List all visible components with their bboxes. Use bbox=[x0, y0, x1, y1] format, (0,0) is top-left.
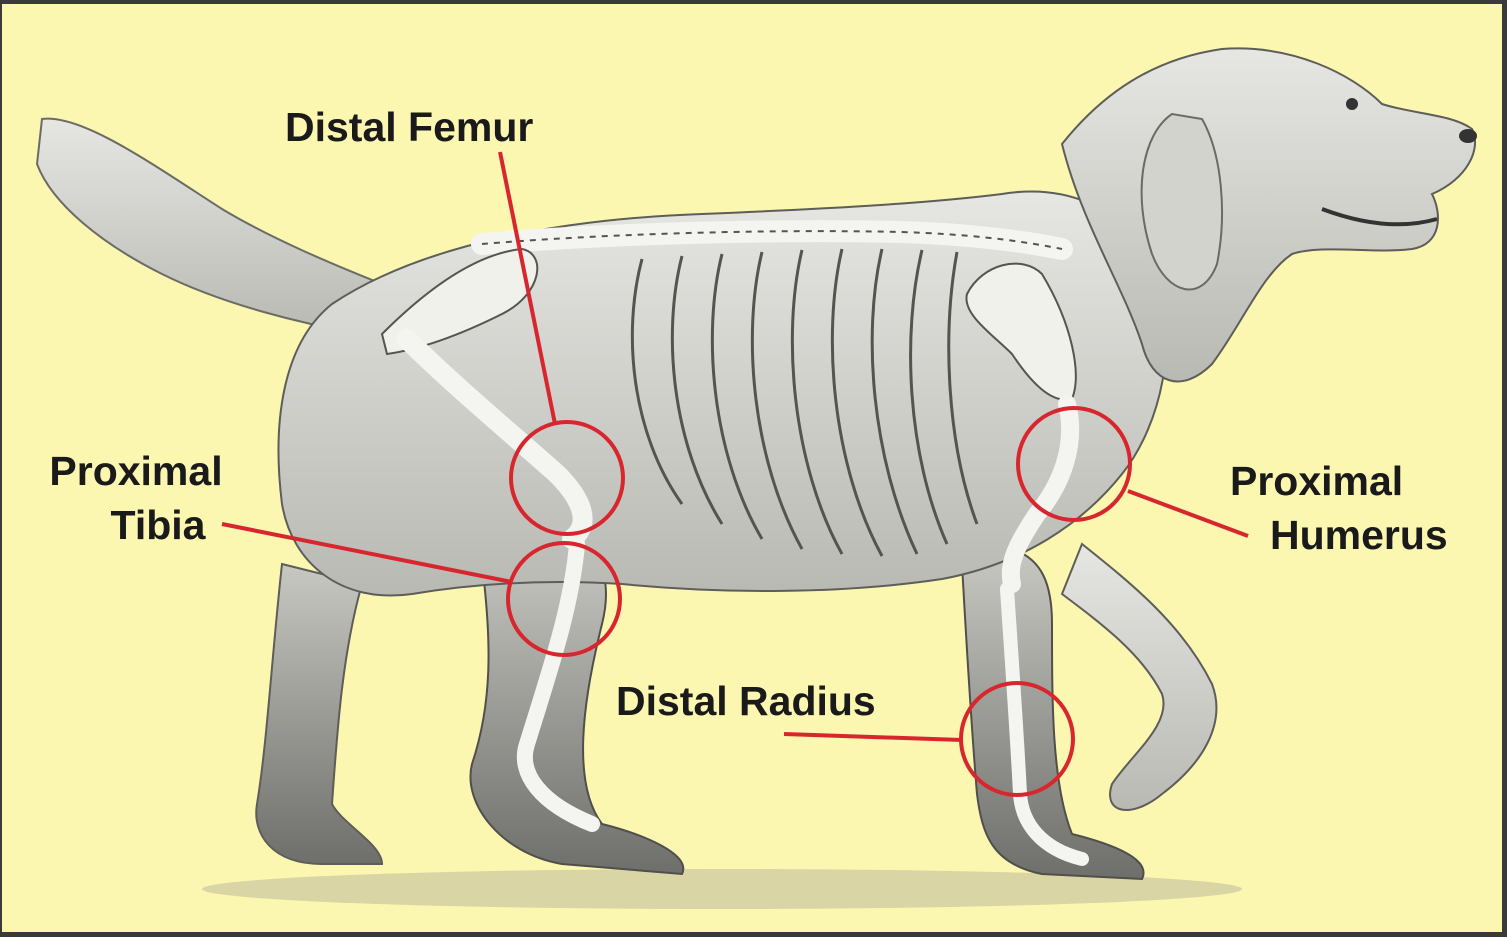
label-distal-radius: Distal Radius bbox=[616, 674, 876, 728]
dog-hind-leg-far bbox=[256, 564, 382, 864]
dog-nose bbox=[1459, 129, 1477, 143]
leader-distal-radius bbox=[784, 734, 962, 740]
diagram-canvas: Distal Femur Proximal Tibia Proximal Hum… bbox=[2, 4, 1502, 932]
label-proximal-tibia-line1: Proximal bbox=[38, 444, 234, 498]
label-distal-femur: Distal Femur bbox=[285, 100, 533, 154]
dog-front-leg-raised bbox=[1062, 544, 1216, 810]
label-proximal-tibia-line2: Tibia bbox=[38, 498, 278, 552]
label-proximal-humerus-line2: Humerus bbox=[1270, 508, 1448, 562]
dog-eye bbox=[1346, 98, 1358, 110]
label-proximal-humerus-line1: Proximal bbox=[1230, 454, 1403, 508]
